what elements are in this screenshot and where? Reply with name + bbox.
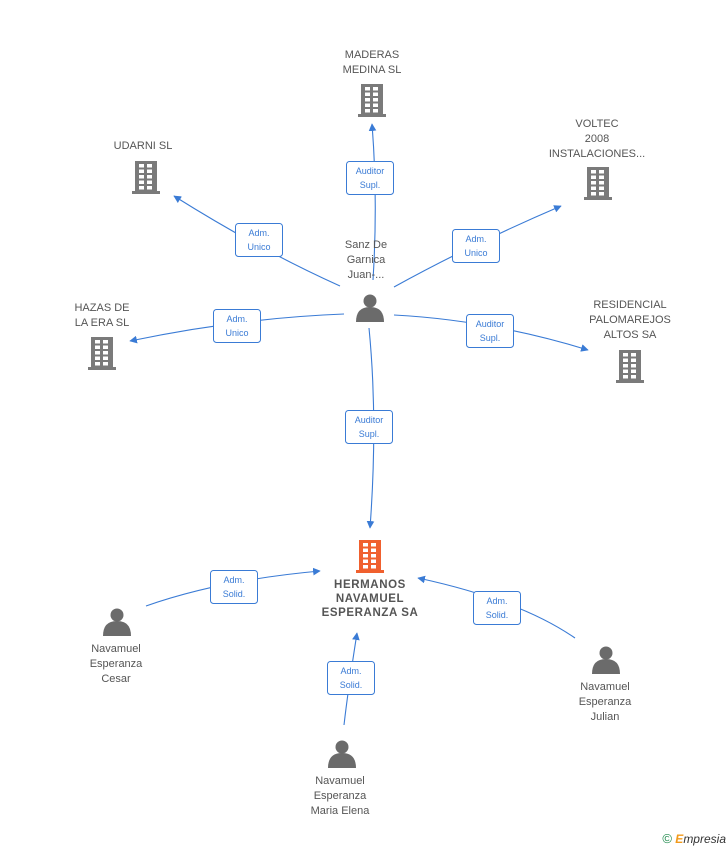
node-sanz[interactable]: Sanz De GarnicaJuan-... <box>345 239 387 322</box>
node-label-line: MEDINA SL <box>343 64 402 76</box>
person-icon[interactable] <box>356 294 384 323</box>
relation-label-text: Auditor <box>355 415 384 425</box>
node-label-line: Sanz De <box>345 239 387 251</box>
edge-line <box>368 123 377 281</box>
relation-label-text: Adm. <box>223 575 244 585</box>
building-icon[interactable] <box>132 161 160 194</box>
node-label-line: INSTALACIONES... <box>549 148 645 160</box>
edge-julian-main: Adm. Solid. <box>417 575 576 639</box>
node-main[interactable]: HERMANOS NAVAMUEL ESPERANZA SA <box>322 540 419 619</box>
brand-initial: E <box>675 832 684 846</box>
node-label-line: ESPERANZA SA <box>322 607 419 619</box>
node-udarni[interactable]: UDARNI SL <box>114 140 173 194</box>
edges-layer: AuditorSupl.Adm.UnicoAdm.UnicoAdm.UnicoA… <box>129 123 589 726</box>
node-label-line: Esperanza <box>90 658 143 670</box>
edge-sanz-voltec: Adm. Unico <box>393 205 562 288</box>
node-label-line: Juan-... <box>348 269 385 281</box>
relation-label-text: Solid. <box>486 610 509 620</box>
node-maderas[interactable]: MADERAS MEDINA SL <box>343 49 402 117</box>
relation-label-text: Adm. <box>340 666 361 676</box>
node-hazas[interactable]: HAZAS DE LA ERA SL <box>74 302 130 370</box>
node-label-line: LA ERA SL <box>75 317 129 329</box>
node-label-line: HAZAS DE <box>74 302 129 314</box>
node-label-line: HERMANOS <box>334 579 406 591</box>
edge-cesar-main: Adm. Solid. <box>145 567 321 607</box>
node-residencial[interactable]: RESIDENCIAL PALOMAREJOS ALTOS SA <box>589 299 671 383</box>
building-icon[interactable] <box>88 337 116 370</box>
node-label-line: Navamuel <box>315 775 365 787</box>
node-label-line: Navamuel <box>580 681 630 693</box>
node-label-line: Navamuel <box>91 643 141 655</box>
relation-label-text: Supl. <box>480 333 501 343</box>
relation-label-box[interactable] <box>452 229 500 263</box>
relation-label-text: Auditor <box>356 166 385 176</box>
person-icon[interactable] <box>103 608 131 637</box>
relation-label-text: Supl. <box>360 180 381 190</box>
relation-label-text: Unico <box>464 248 487 258</box>
node-label-line: PALOMAREJOS <box>589 314 671 326</box>
relation-label-box[interactable] <box>346 161 394 195</box>
relation-label-box[interactable] <box>327 661 375 695</box>
relation-label-text: Supl. <box>359 429 380 439</box>
relation-label-text: Auditor <box>476 319 505 329</box>
node-label-line: Esperanza <box>314 790 367 802</box>
node-label-line: ALTOS SA <box>604 329 657 341</box>
relation-label-box[interactable] <box>466 314 514 348</box>
edge-elena-main: Adm. Solid. <box>327 632 375 726</box>
edge-sanz-udarni: Adm. Unico <box>173 195 341 287</box>
node-label-line: VOLTEC <box>575 118 618 130</box>
relation-label-text: Adm. <box>248 228 269 238</box>
node-voltec[interactable]: VOLTEC 2008INSTALACIONES... <box>549 118 645 200</box>
copyright-symbol: © <box>662 831 672 846</box>
relation-label-box[interactable] <box>345 410 393 444</box>
node-label-line: Julian <box>591 711 620 723</box>
node-label-line: Cesar <box>101 673 131 685</box>
brand-name: mpresia <box>683 832 726 846</box>
building-icon[interactable] <box>356 540 384 573</box>
nodes-layer: HERMANOS NAVAMUEL ESPERANZA SA Sanz De Garni… <box>74 49 670 817</box>
relation-label-text: Unico <box>225 328 248 338</box>
building-icon[interactable] <box>358 84 386 117</box>
relation-label-text: Solid. <box>340 680 363 690</box>
relation-label-box[interactable] <box>213 309 261 343</box>
node-label-line: Esperanza <box>579 696 632 708</box>
relation-label-box[interactable] <box>210 570 258 604</box>
relation-label-text: Unico <box>247 242 270 252</box>
building-icon[interactable] <box>616 350 644 383</box>
edge-sanz-hazas: Adm. Unico <box>129 309 345 344</box>
relation-label-text: Adm. <box>486 596 507 606</box>
node-label-line: Garnica <box>347 254 386 266</box>
person-icon[interactable] <box>328 740 356 769</box>
brand-footer: © Empresia <box>662 831 726 846</box>
relation-label-text: Adm. <box>226 314 247 324</box>
node-label-line: NAVAMUEL <box>336 593 404 605</box>
building-icon[interactable] <box>584 167 612 200</box>
person-icon[interactable] <box>592 646 620 675</box>
node-label-line: RESIDENCIAL <box>593 299 666 311</box>
relation-label-text: Solid. <box>223 589 246 599</box>
node-label-line: Maria Elena <box>311 805 371 817</box>
relation-label-box[interactable] <box>235 223 283 257</box>
relation-label-box[interactable] <box>473 591 521 625</box>
node-label-line: 2008 <box>585 133 609 145</box>
node-label-line: MADERAS <box>345 49 399 61</box>
node-label-line: UDARNI SL <box>114 140 173 152</box>
relation-label-text: Adm. <box>465 234 486 244</box>
